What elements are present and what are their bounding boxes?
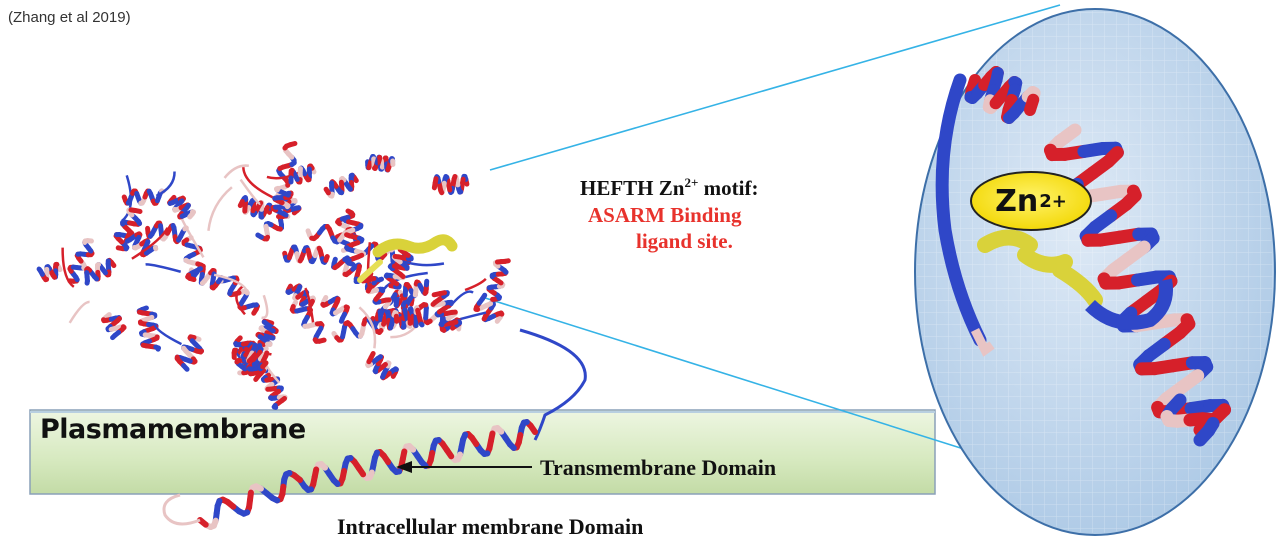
zinc-superscript: 2+ [1039,191,1067,212]
transmembrane-domain-label: Transmembrane Domain [540,455,776,481]
motif-title: HEFTH Zn2+ motif: [580,175,758,201]
protein-structure [39,144,585,440]
motif-title-suffix: motif: [698,176,758,200]
motif-title-prefix: HEFTH Zn [580,176,684,200]
intracellular-domain-label: Intracellular membrane Domain [337,514,643,540]
plasmamembrane-label: Plasmamembrane [40,414,306,445]
zinc-symbol: Zn [995,184,1038,219]
motif-title-superscript: 2+ [684,175,698,190]
ligand-site-label: ligand site. [636,229,733,254]
citation: (Zhang et al 2019) [8,9,131,26]
asarm-binding-label: ASARM Binding [588,203,741,228]
